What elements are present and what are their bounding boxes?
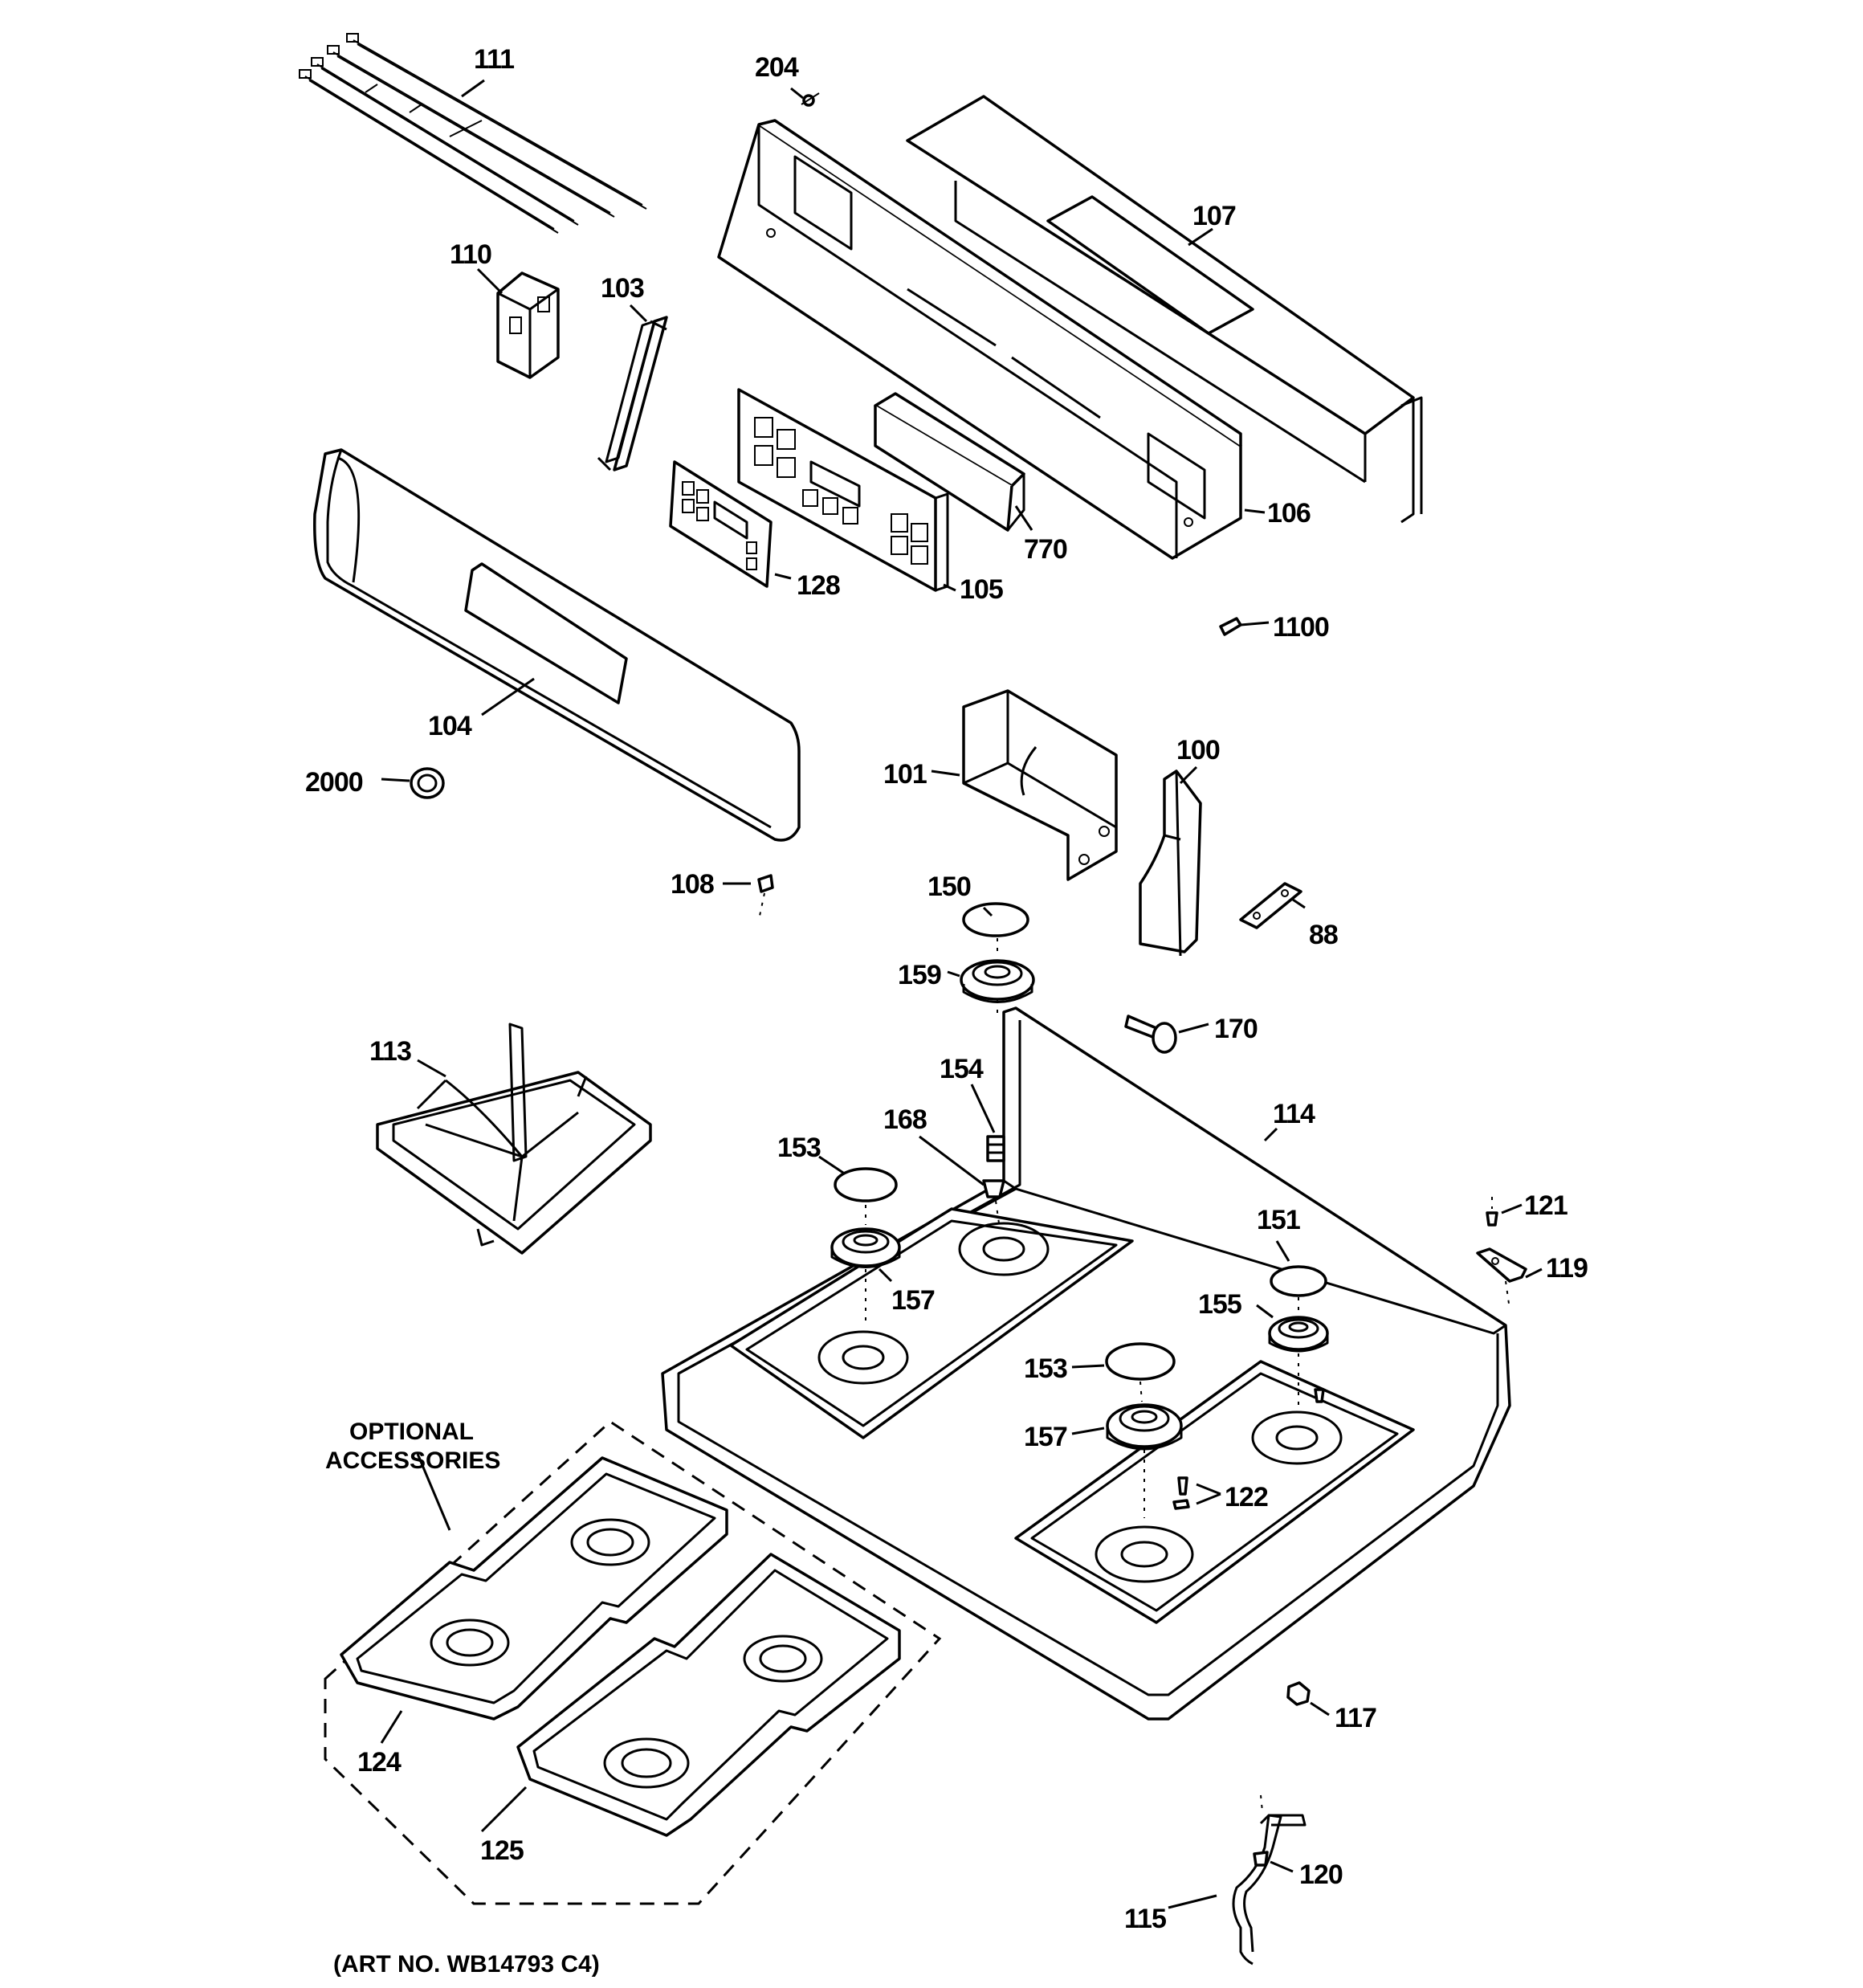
label-204: 204 [755,52,799,83]
burner-head-157-left [830,1227,901,1268]
label-103: 103 [601,273,644,304]
grate-113 [376,1023,652,1255]
label-120: 120 [1299,1859,1343,1890]
overlay-128 [669,460,773,588]
label-770: 770 [1024,534,1067,565]
bracket-119 [1476,1247,1527,1310]
burner-cap-153-right [1105,1342,1176,1381]
bracket-88 [1239,882,1302,929]
screw-204 [801,92,820,107]
control-board-105 [737,388,949,592]
label-154: 154 [940,1054,984,1084]
orifice-154 [986,1135,1005,1162]
label-153-right: 153 [1024,1353,1067,1384]
bracket-770 [874,392,1025,532]
label-121: 121 [1524,1190,1567,1221]
screw-1100 [1219,617,1242,636]
label-1100: 1100 [1273,612,1329,643]
tube-115 [1232,1794,1307,1966]
burner-cap-150 [962,902,1029,937]
label-105: 105 [960,574,1003,605]
drip-pan-125 [516,1553,901,1837]
label-119: 119 [1546,1253,1588,1284]
label-170: 170 [1214,1014,1258,1044]
screw-121 [1486,1197,1498,1227]
top-cover-107 [906,95,1423,524]
bracket-100 [1139,769,1202,957]
nut-117 [1286,1681,1311,1706]
optional-accessories-line1: OPTIONAL [349,1419,474,1445]
label-168: 168 [883,1104,927,1135]
label-110: 110 [450,239,491,270]
spacer-168 [982,1179,1005,1198]
optional-accessories-line2: ACCESSORIES [325,1447,500,1474]
screw-170 [1124,1014,1177,1054]
spark-module-110 [496,271,560,379]
label-155: 155 [1198,1289,1241,1320]
screw-108 [757,874,774,921]
wire-harness-111 [299,33,647,234]
label-124: 124 [357,1747,402,1778]
leader-lines [380,79,1543,1909]
label-100: 100 [1176,735,1220,765]
label-157-left: 157 [891,1285,935,1316]
label-153-left: 153 [777,1133,821,1163]
drip-pan-124 [340,1456,728,1721]
knob-2000 [410,767,445,799]
label-128: 128 [797,570,840,601]
label-106: 106 [1267,498,1311,529]
burner-head-157-right [1106,1403,1183,1451]
screw-122 [1172,1388,1325,1510]
bracket-103 [597,316,668,471]
burner-cap-151 [1270,1265,1327,1297]
label-101: 101 [883,759,927,790]
art-number: (ART NO. WB14793 C4) [333,1951,600,1978]
label-111: 111 [474,44,514,75]
label-107: 107 [1192,201,1236,231]
backsplash-panel-106 [717,119,1242,560]
screw-120 [1253,1851,1269,1867]
label-108: 108 [671,869,714,900]
label-2000: 2000 [305,767,363,798]
label-104: 104 [428,711,472,741]
label-157-right: 157 [1024,1422,1067,1452]
optional-accessories-box [324,1420,942,1905]
label-151: 151 [1257,1205,1300,1235]
burner-head-155 [1268,1316,1329,1353]
label-159: 159 [898,960,941,990]
label-150: 150 [927,872,971,902]
burner-cap-153-left [834,1167,898,1202]
part-labels: 111 204 107 110 103 106 770 128 105 1100… [305,44,1588,1978]
burner-head-159 [960,959,1035,1003]
control-panel-104 [313,448,801,842]
label-88: 88 [1309,920,1338,950]
heat-shield-101 [962,689,1118,881]
label-114: 114 [1273,1099,1315,1129]
label-115: 115 [1124,1904,1166,1934]
label-117: 117 [1335,1703,1376,1733]
label-122: 122 [1225,1482,1268,1512]
label-125: 125 [480,1835,524,1866]
label-113: 113 [369,1036,411,1067]
